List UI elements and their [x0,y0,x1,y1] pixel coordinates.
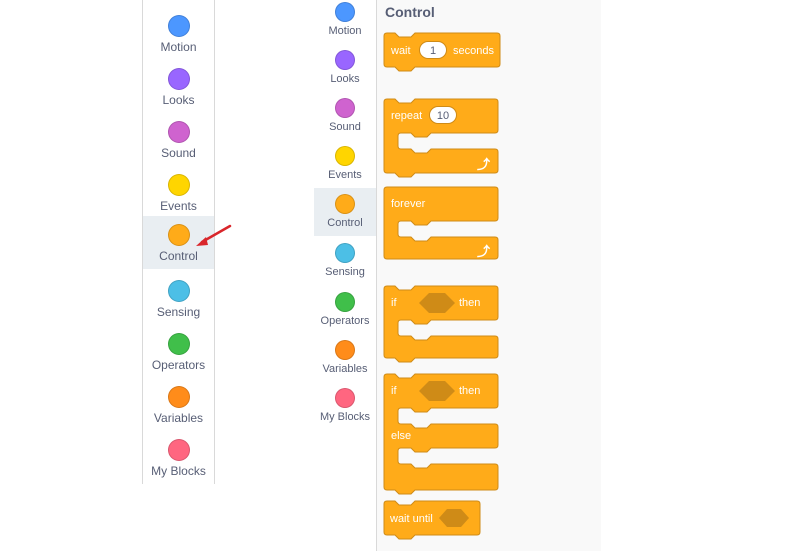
then-label: then [459,385,481,397]
category-my-blocks[interactable]: My Blocks [143,431,214,484]
variables-dot-icon [335,340,355,360]
sensing-dot-icon [335,243,355,263]
if-then-else-block[interactable] [383,373,501,498]
category-variables[interactable]: Variables [143,378,214,431]
events-dot-icon [167,174,190,196]
repeat-count-input[interactable]: 10 [429,106,457,124]
category-label: Operators [151,358,206,372]
my-blocks-dot-icon [167,439,190,461]
category-events[interactable]: Events [314,144,376,192]
seconds-label: seconds [453,45,494,57]
category-my-blocks[interactable]: My Blocks [314,386,376,434]
category-motion[interactable]: Motion [143,7,214,60]
sound-dot-icon [167,121,190,143]
control-dot-icon [335,194,355,214]
then-label: then [459,297,481,309]
category-label: Sensing [156,305,201,319]
category-operators[interactable]: Operators [314,290,376,338]
category-variables[interactable]: Variables [314,338,376,386]
category-label: My Blocks [151,464,206,478]
category-label: Events [160,199,197,213]
category-label: Looks [330,73,360,85]
panel-divider [376,0,377,551]
looks-dot-icon [167,68,190,90]
forever-block[interactable] [383,186,501,266]
category-control[interactable]: Control [314,188,376,236]
category-label: Looks [162,93,195,107]
events-dot-icon [335,146,355,166]
motion-dot-icon [167,15,190,37]
variables-dot-icon [167,386,190,408]
category-events[interactable]: Events [143,166,214,219]
category-sound[interactable]: Sound [143,113,214,166]
wait-until-block[interactable] [383,500,485,540]
category-label: Sound [329,121,361,133]
my-blocks-dot-icon [335,388,355,408]
operators-dot-icon [335,292,355,312]
category-operators[interactable]: Operators [143,325,214,378]
annotation-arrow-icon [196,224,232,246]
category-label: Events [328,169,362,181]
loop-arrow-icon: ⤴ [477,157,491,172]
motion-dot-icon [335,2,355,22]
category-sound[interactable]: Sound [314,96,376,144]
category-label: Operators [320,315,370,327]
category-label: Motion [160,40,197,54]
category-label: Sound [161,146,196,160]
palette-title: Control [385,4,435,20]
repeat-block[interactable] [383,98,501,178]
category-sensing[interactable]: Sensing [143,272,214,325]
category-label: Sensing [325,266,365,278]
category-looks[interactable]: Looks [143,60,214,113]
if-then-block[interactable] [383,285,501,369]
category-motion[interactable]: Motion [314,0,376,48]
sensing-dot-icon [167,280,190,302]
category-looks[interactable]: Looks [314,48,376,96]
looks-dot-icon [335,50,355,70]
category-label: My Blocks [319,411,371,423]
category-label: Variables [153,411,204,425]
category-label: Control [159,249,198,263]
wait-until-label: wait until [390,513,433,525]
else-label: else [391,430,412,442]
repeat-label: repeat [391,110,423,122]
block-palette: Control wait 1 seconds repeat 10 ⤴ forev… [377,0,601,551]
wait-seconds-input[interactable]: 1 [419,41,447,59]
category-menu: Motion Looks Sound Events Control Sensin… [314,0,376,551]
control-dot-icon [167,224,190,246]
if-label: if [391,385,397,397]
category-label: Variables [322,363,368,375]
loop-arrow-icon: ⤴ [477,244,491,259]
if-label: if [391,297,397,309]
sound-dot-icon [335,98,355,118]
category-sensing[interactable]: Sensing [314,241,376,289]
category-label: Control [327,217,363,229]
category-label: Motion [328,25,362,37]
forever-label: forever [391,198,426,210]
wait-label: wait [391,45,411,57]
operators-dot-icon [167,333,190,355]
